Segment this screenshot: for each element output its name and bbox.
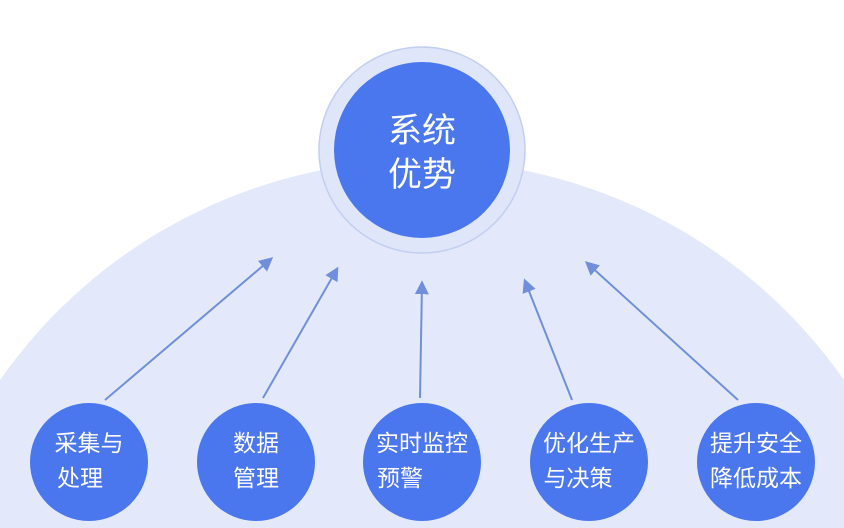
node-data-management: 数据 管理: [197, 403, 315, 521]
node-label-line1: 实时监控: [376, 431, 468, 457]
node-label-line1: 数据: [233, 431, 279, 457]
node-label-line1: 优化生产: [543, 431, 635, 457]
node-realtime-monitoring: 实时监控 预警: [363, 403, 481, 521]
arrow-2: [262, 266, 339, 399]
center-node: 系统 优势: [318, 46, 526, 254]
arrow-5: [584, 261, 739, 401]
center-label-line2: 优势: [388, 155, 456, 195]
node-label-line1: 采集与: [55, 431, 124, 457]
arrow-4: [522, 278, 573, 401]
node-label-line2: 降低成本: [710, 466, 802, 492]
node-circle: [530, 403, 648, 521]
node-circle: [697, 403, 815, 521]
center-circle: [334, 62, 510, 238]
node-label-line2: 管理: [233, 466, 279, 492]
center-label-line1: 系统: [388, 111, 456, 151]
node-safety-cost: 提升安全 降低成本: [697, 403, 815, 521]
node-label-line1: 提升安全: [710, 431, 802, 457]
node-label-line2: 预警: [377, 466, 423, 492]
node-circle: [363, 403, 481, 521]
arrow-1: [104, 257, 274, 401]
node-circle: [30, 403, 148, 521]
node-label-line2: 处理: [57, 466, 103, 492]
arrow-3: [414, 280, 429, 399]
node-label-line2: 与决策: [544, 466, 613, 492]
node-circle: [197, 403, 315, 521]
node-optimize-decision: 优化生产 与决策: [530, 403, 648, 521]
node-collection-processing: 采集与 处理: [30, 403, 148, 521]
